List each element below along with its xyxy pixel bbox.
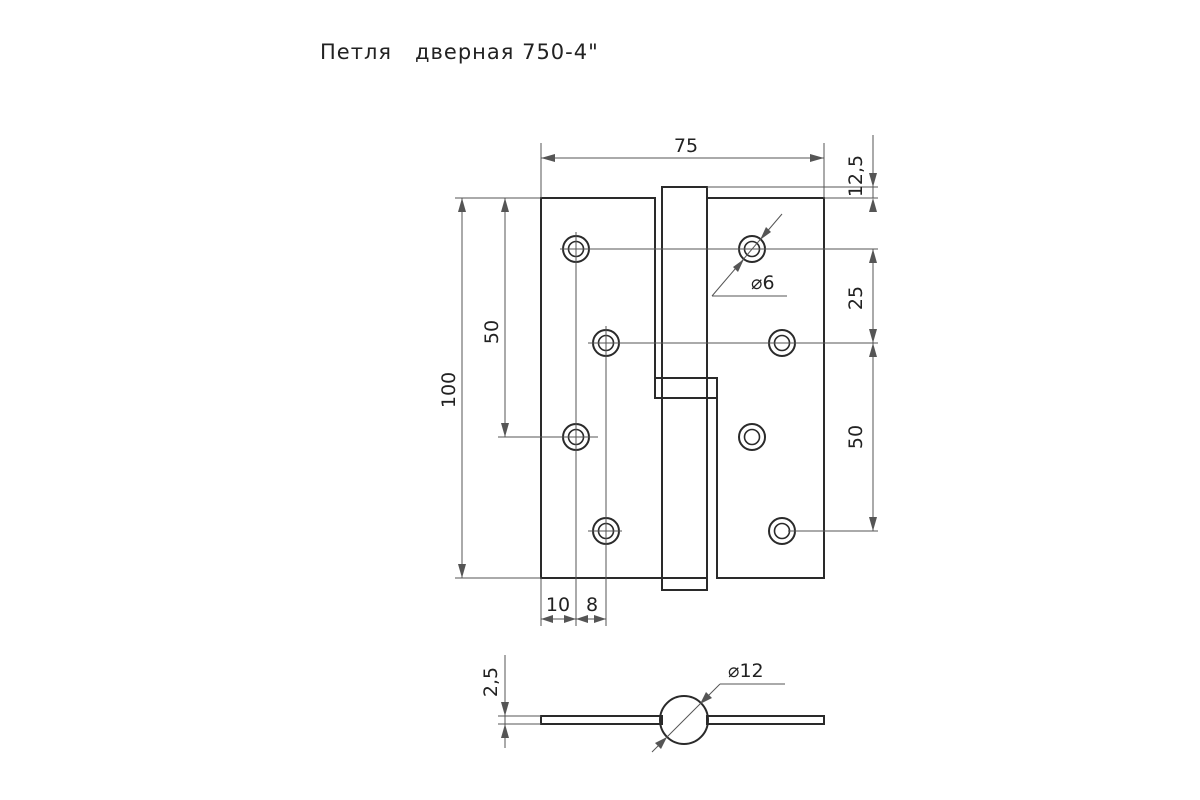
section-view: [498, 695, 825, 745]
dimension-hole-diameter: ⌀6: [711, 213, 787, 297]
top-offset-label: 12,5: [845, 155, 867, 197]
screw-hole: [738, 423, 766, 451]
drawing-title: Петля дверная 750-4": [320, 40, 599, 64]
dimension-bottom: 10 8: [541, 594, 606, 623]
lower-knuckle: [661, 397, 708, 591]
dimension-top-offset: 12,5: [845, 135, 877, 212]
dimension-knuckle-diameter: ⌀12: [651, 660, 785, 753]
dimension-thickness: 2,5: [480, 655, 509, 748]
right-leaf: [706, 197, 825, 579]
section-left-leaf: [540, 715, 663, 725]
dimension-left: 50: [481, 198, 509, 437]
dimension-right-bottom: 50: [845, 343, 877, 531]
upper-knuckle: [661, 186, 708, 399]
dimension-width: 75: [541, 135, 824, 162]
section-right-leaf: [706, 715, 825, 725]
knuckle-diameter-label: ⌀12: [728, 660, 764, 682]
right-top-label: 25: [845, 286, 867, 310]
height-label: 100: [438, 372, 460, 408]
hole-diameter-label: ⌀6: [751, 272, 775, 294]
edge-offset-label: 10: [546, 594, 570, 616]
left-leaf: [540, 197, 663, 579]
section-knuckle: [659, 695, 709, 745]
dimension-height: 100: [438, 198, 466, 578]
dimension-right-top: 25: [845, 249, 877, 343]
width-label: 75: [674, 135, 698, 157]
hole-step-label: 8: [586, 594, 598, 616]
right-bottom-label: 50: [845, 425, 867, 449]
thickness-label: 2,5: [480, 667, 502, 697]
left-span-label: 50: [481, 320, 503, 344]
extension-lines: [455, 143, 878, 626]
